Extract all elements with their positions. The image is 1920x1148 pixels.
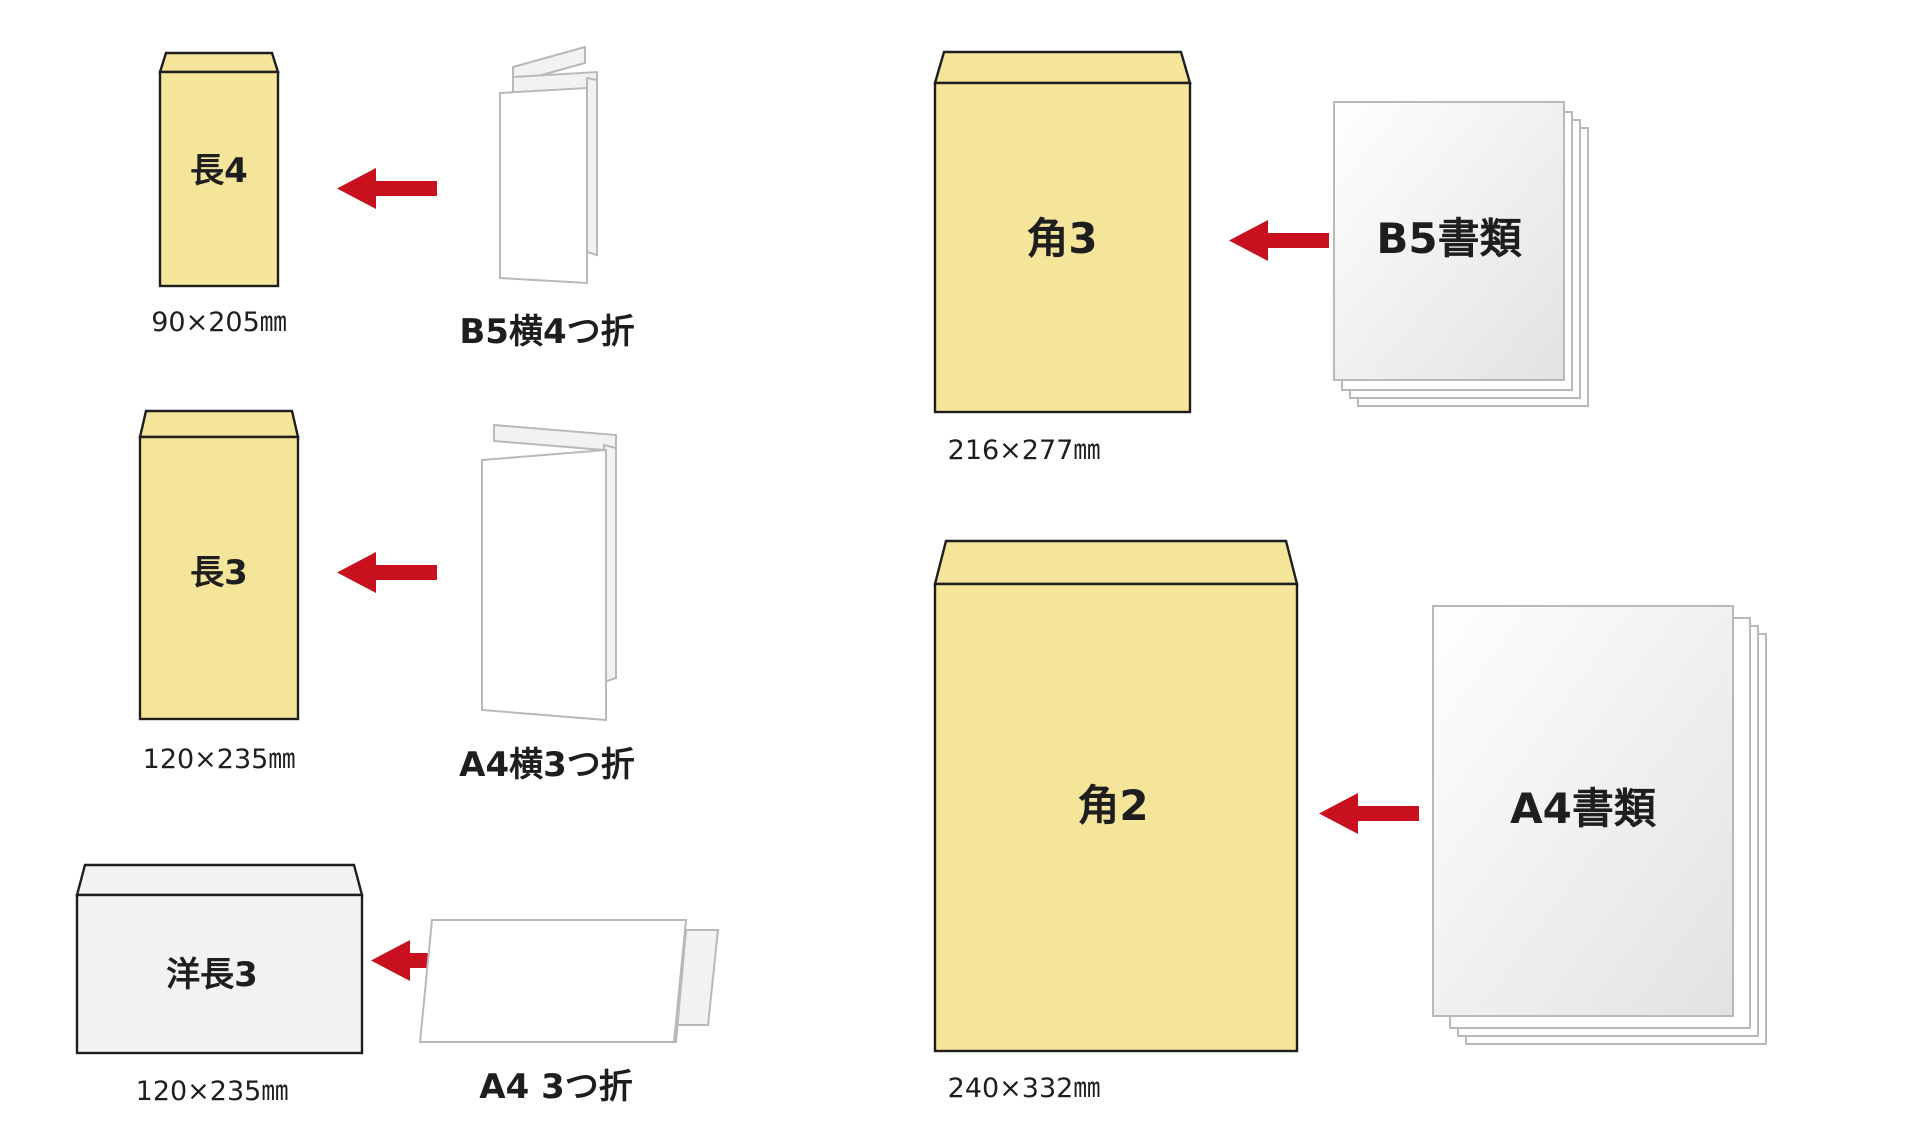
envelope-label: 角2 <box>1077 781 1148 830</box>
envelope-size: 120×235㎜ <box>143 744 296 775</box>
document-stack-a4: A4書類 <box>1432 605 1767 1045</box>
paper-label: A4横3つ折 <box>459 745 635 785</box>
envelope-flap <box>158 51 280 74</box>
envelope-naga3: 長3 <box>138 409 300 721</box>
paper-a4-3fold-illustration <box>481 423 617 722</box>
envelope-kaku3: 角3 <box>933 50 1192 414</box>
arrow-left-icon <box>1229 220 1329 261</box>
envelope-body <box>75 893 364 1055</box>
paper-label: B5横4つ折 <box>459 312 634 352</box>
envelope-body <box>933 81 1192 414</box>
envelope-label: 長3 <box>190 553 248 593</box>
envelope-label: 洋長3 <box>166 955 258 995</box>
paper-b5-4fold-illustration <box>499 45 598 285</box>
envelope-size: 240×332㎜ <box>948 1073 1101 1104</box>
paper-a4-zfold-illustration <box>418 919 720 1043</box>
envelope-label: 角3 <box>1026 214 1097 263</box>
envelope-flap <box>138 409 300 439</box>
envelope-body <box>933 582 1299 1053</box>
arrow-left-icon <box>337 552 437 593</box>
envelope-flap <box>933 539 1299 586</box>
envelope-size: 90×205㎜ <box>151 307 287 338</box>
envelope-kaku2: 角2 <box>933 539 1299 1053</box>
paper-label: A4書類 <box>1510 784 1657 833</box>
envelope-flap <box>933 50 1192 85</box>
envelope-body <box>138 435 300 721</box>
paper-label: A4 3つ折 <box>479 1067 632 1107</box>
envelope-flap <box>75 863 364 897</box>
envelope-size: 120×235㎜ <box>136 1076 289 1107</box>
envelope-younaga3: 洋長3 <box>75 863 364 1055</box>
document-stack-b5: B5書類 <box>1333 101 1589 407</box>
envelope-naga4: 長4 <box>158 51 280 288</box>
arrow-left-icon <box>337 168 437 209</box>
paper-label: B5書類 <box>1376 214 1522 263</box>
envelope-size: 216×277㎜ <box>948 435 1101 466</box>
envelope-body <box>158 70 280 288</box>
arrow-left-icon <box>1319 793 1419 834</box>
envelope-label: 長4 <box>190 151 248 191</box>
